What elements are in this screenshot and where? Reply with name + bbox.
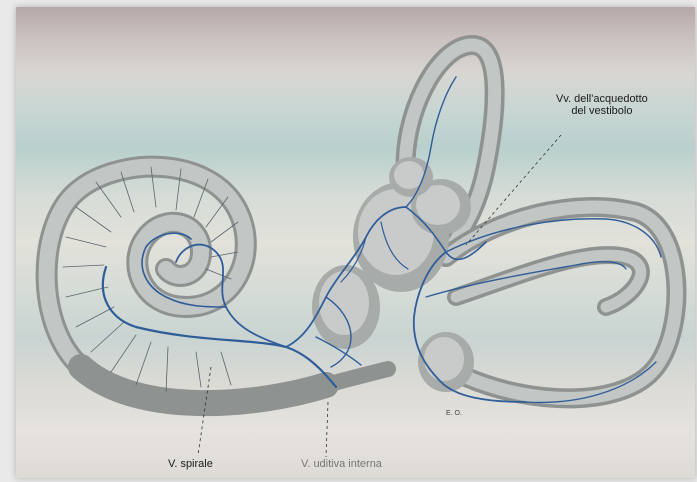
vestibule — [312, 157, 474, 392]
artist-signature: E. O. — [446, 408, 462, 420]
label-internal-auditory-vein: V. uditiva interna — [301, 458, 382, 470]
label-spiral-vein: V. spirale — [168, 458, 213, 470]
label-vestibular-aqueduct-veins-line2: del vestibolo — [556, 105, 648, 117]
inner-ear-drawing — [16, 7, 695, 478]
label-vestibular-aqueduct-veins: Vv. dell'acquedotto del vestibolo — [556, 93, 648, 117]
anatomical-illustration: Vv. dell'acquedotto del vestibolo V. spi… — [16, 7, 695, 478]
label-vestibular-aqueduct-veins-line1: Vv. dell'acquedotto — [556, 93, 648, 105]
